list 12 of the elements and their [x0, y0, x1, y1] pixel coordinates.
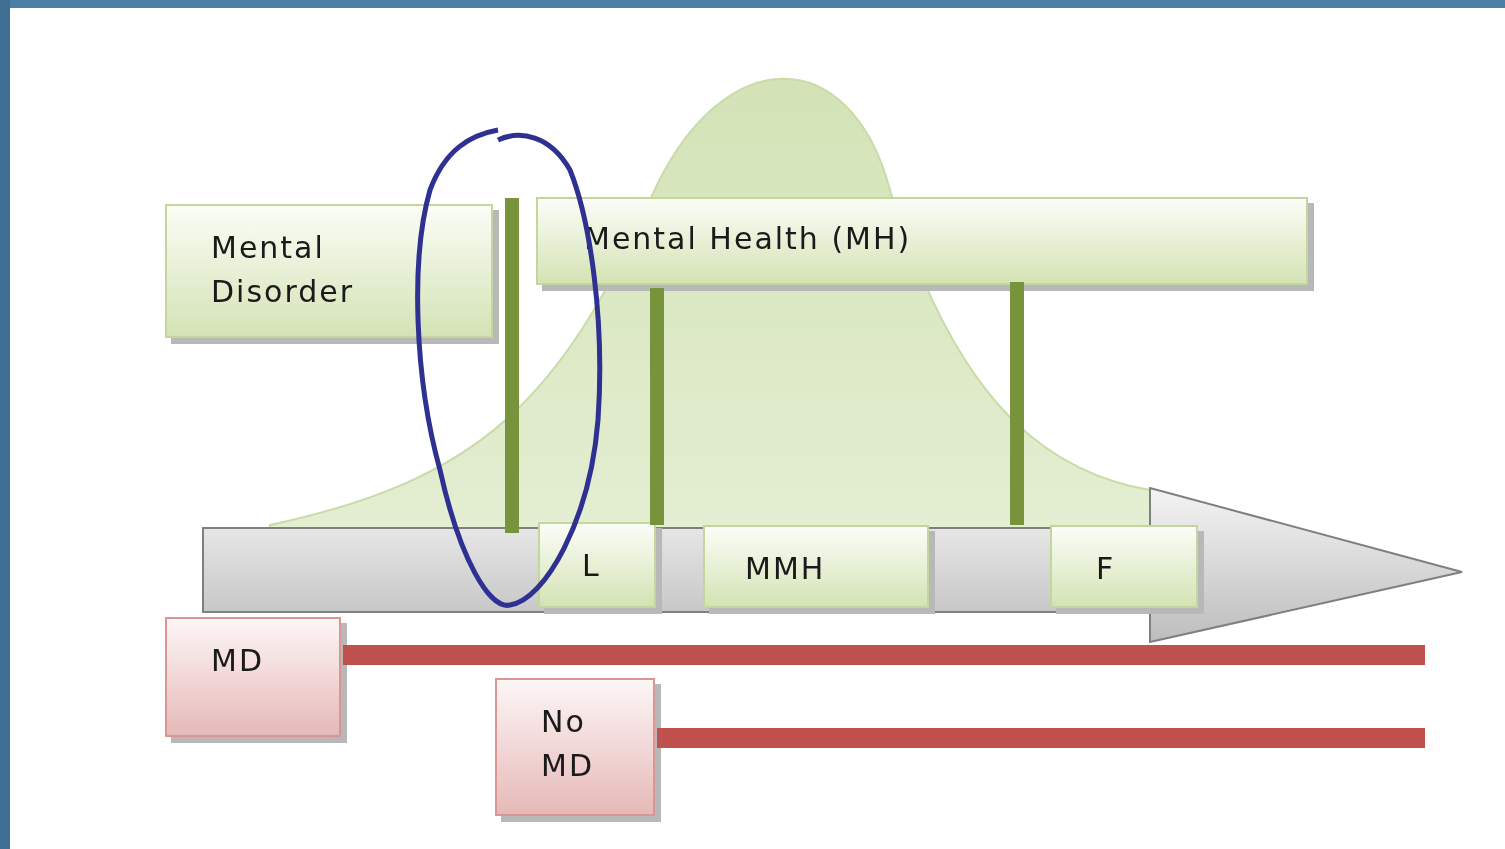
box-label: MD: [211, 642, 264, 680]
divider-bar: [505, 198, 519, 533]
box-label: MMH: [745, 550, 826, 588]
box-label: Mental Disorder: [211, 229, 356, 311]
range-bar: [343, 645, 1425, 665]
box-label: F: [1096, 550, 1116, 588]
block-arrow: [202, 487, 1464, 643]
divider-bar: [1010, 282, 1024, 525]
box-label: No MD: [541, 703, 595, 785]
box-label: L: [582, 547, 601, 585]
range-bar: [657, 728, 1425, 748]
divider-bar: [650, 288, 664, 525]
